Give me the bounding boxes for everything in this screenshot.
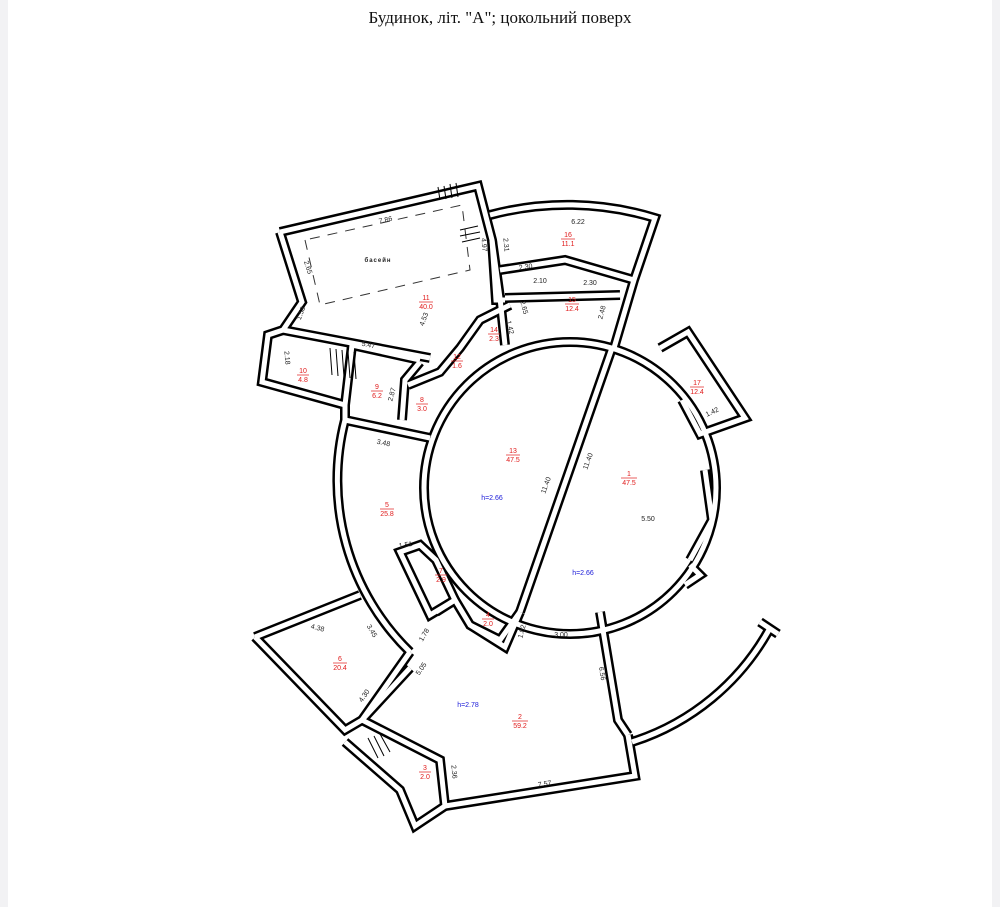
dimension-labels-text: 1.78: [418, 628, 431, 643]
room-7-text: 7: [439, 568, 443, 575]
room-8-text: 3.0: [417, 406, 427, 413]
room-16-text: 16: [564, 232, 572, 239]
dimension-labels-text: 2.18: [282, 351, 290, 365]
room-12-text: 1.6: [452, 363, 462, 370]
room-11: 11 40.0: [419, 295, 433, 311]
ceiling-heights-text: h=2.66: [481, 495, 503, 502]
room-17: 17 12.4: [690, 380, 704, 396]
dimension-labels-text: 3.45: [365, 624, 378, 639]
dimension-labels-text: 5.50: [641, 516, 655, 523]
dimension-labels-text: 2.65: [518, 300, 528, 315]
ceiling-heights-text: h=2.66: [572, 570, 594, 577]
room-3: 32.0: [419, 765, 431, 781]
dimension-labels-text: 1.51: [398, 541, 413, 550]
room-5: 525.8: [380, 502, 394, 518]
room-3-text: 3: [423, 765, 427, 772]
room-13: 13 47.5: [506, 448, 520, 464]
room-9: 96.2: [371, 384, 383, 400]
dimension-labels-text: 4.38: [310, 623, 325, 633]
dimension-labels-text: 4.53: [419, 312, 430, 327]
dimension-labels-text: 2.48: [597, 305, 607, 320]
room-15: 15 12.4: [565, 297, 579, 313]
ceiling-heights: h=2.66 h=2.66 h=2.78: [457, 495, 594, 709]
room-2-text: 2: [518, 714, 522, 721]
dimension-labels-text: 1.58: [296, 306, 307, 321]
dimension-labels-text: 2.10: [533, 278, 547, 285]
room-11-text: 40.0: [419, 304, 433, 311]
dimension-labels-text: 5.05: [415, 661, 429, 676]
room-3-text: 2.0: [420, 774, 430, 781]
room-14-text: 2.3: [489, 336, 499, 343]
dimension-labels-text: 1.42: [705, 407, 720, 419]
room-13-text: 47.5: [506, 457, 520, 464]
room-6: 620.4: [333, 656, 347, 672]
room-10-text: 4.8: [298, 377, 308, 384]
dimension-labels-text: 2.30: [519, 263, 534, 272]
room-11-text: 11: [422, 295, 429, 302]
dimension-labels-text: 2.87: [387, 387, 397, 402]
pool-outline: [304, 204, 471, 306]
dimension-labels-text: 2.36: [449, 765, 457, 779]
room-1: 147.5: [621, 471, 637, 487]
room-6-text: 20.4: [333, 665, 347, 672]
room-5-text: 5: [385, 502, 389, 509]
room-4: 42.0: [482, 612, 494, 628]
plan-title: Будинок, літ. "А"; цокольний поверх: [368, 8, 632, 27]
room-9-text: 9: [375, 384, 379, 391]
room-13-text: 13: [509, 448, 517, 455]
room-15-text: 15: [568, 297, 576, 304]
dimension-labels-text: 2.30: [583, 280, 597, 287]
dimension-labels-text: 7.86: [378, 216, 393, 226]
room-2: 259.2: [512, 714, 528, 730]
room-16-text: 11.1: [561, 241, 574, 248]
dimension-labels-text: 7.57: [538, 780, 553, 789]
room-9-text: 6.2: [372, 393, 382, 400]
dimension-labels-text: 5.47: [361, 341, 376, 351]
room-16: 16 11.1: [561, 232, 575, 248]
room-4-text: 2.0: [483, 621, 493, 628]
room-labels: 147.5 259.2 32.0 42.0 525.8 620.4 72.9 8…: [297, 232, 704, 781]
dimension-labels-text: 2.31: [501, 238, 509, 252]
room-10: 104.8: [297, 368, 309, 384]
room-10-text: 10: [299, 368, 307, 375]
room-14-text: 14: [490, 327, 498, 334]
dimension-labels-text: 4.97: [479, 238, 487, 252]
room-17-text: 17: [693, 380, 701, 387]
room-17-text: 12.4: [690, 389, 704, 396]
room-1-text: 1: [627, 471, 631, 478]
dimension-labels-text: 6.22: [571, 219, 585, 226]
document-sheet: [8, 0, 992, 907]
dimension-labels-text: 6.56: [597, 666, 606, 681]
ceiling-heights-text: h=2.78: [457, 702, 479, 709]
room-5-text: 25.8: [380, 511, 394, 518]
room-12-text: 12: [453, 354, 461, 361]
stairs-icon: [329, 182, 481, 759]
dimension-labels-text: 3.48: [376, 439, 391, 449]
dimension-labels-text: 1.42: [504, 320, 514, 335]
dimension-labels-text: 2.65: [302, 260, 313, 275]
room-15-text: 12.4: [565, 306, 579, 313]
room-8: 83.0: [416, 397, 428, 413]
room-6-text: 6: [338, 656, 342, 663]
room-14: 142.3: [488, 327, 500, 343]
room-1-text: 47.5: [622, 480, 636, 487]
room-12: 121.6: [451, 354, 463, 370]
room-4-text: 4: [486, 612, 490, 619]
room-8-text: 8: [420, 397, 424, 404]
room-2-text: 59.2: [513, 723, 527, 730]
dimension-labels-text: 3.00: [554, 632, 568, 639]
dimension-labels-text: 1.82: [517, 624, 527, 639]
dimension-labels-text: 11.40: [582, 452, 594, 470]
room-7: 72.9: [435, 568, 447, 584]
dimension-labels-text: 11.40: [540, 476, 552, 494]
pool-label: басейн: [364, 257, 391, 264]
room-7-text: 2.9: [436, 577, 446, 584]
